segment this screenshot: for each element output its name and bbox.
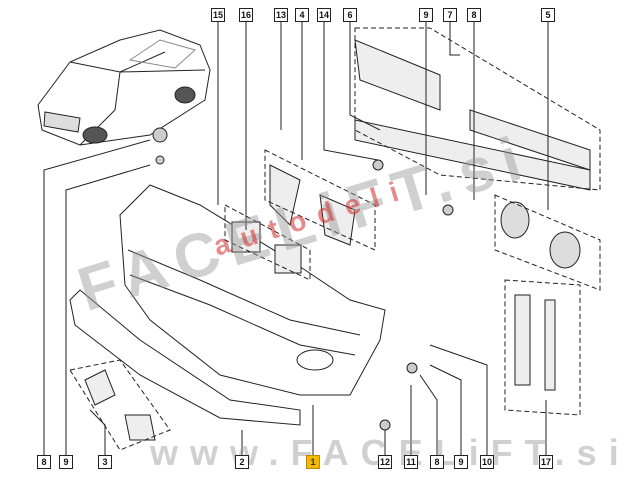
callout-12[interactable]: 12 — [378, 455, 392, 469]
callout-7[interactable]: 7 — [443, 8, 457, 22]
callout-4[interactable]: 4 — [295, 8, 309, 22]
callout-13[interactable]: 13 — [274, 8, 288, 22]
callout-14[interactable]: 14 — [317, 8, 331, 22]
callout-10[interactable]: 10 — [480, 455, 494, 469]
fog-lamps — [84, 201, 581, 441]
callout-6[interactable]: 6 — [343, 8, 357, 22]
callout-8[interactable]: 8 — [37, 455, 51, 469]
callout-15[interactable]: 15 — [211, 8, 225, 22]
callout-9[interactable]: 9 — [59, 455, 73, 469]
callout-9[interactable]: 9 — [454, 455, 468, 469]
car-illustration — [37, 29, 211, 146]
callout-1[interactable]: 1 — [306, 455, 320, 469]
reinforcement-beam — [354, 39, 591, 191]
bumper-cover — [69, 184, 386, 426]
callout-8[interactable]: 8 — [430, 455, 444, 469]
callout-3[interactable]: 3 — [98, 455, 112, 469]
callout-17[interactable]: 17 — [539, 455, 553, 469]
callout-11[interactable]: 11 — [404, 455, 418, 469]
group-outlines — [69, 27, 601, 451]
callout-2[interactable]: 2 — [235, 455, 249, 469]
callout-8[interactable]: 8 — [467, 8, 481, 22]
leader-lines — [43, 22, 549, 455]
callout-5[interactable]: 5 — [541, 8, 555, 22]
callout-9[interactable]: 9 — [419, 8, 433, 22]
callout-16[interactable]: 16 — [239, 8, 253, 22]
